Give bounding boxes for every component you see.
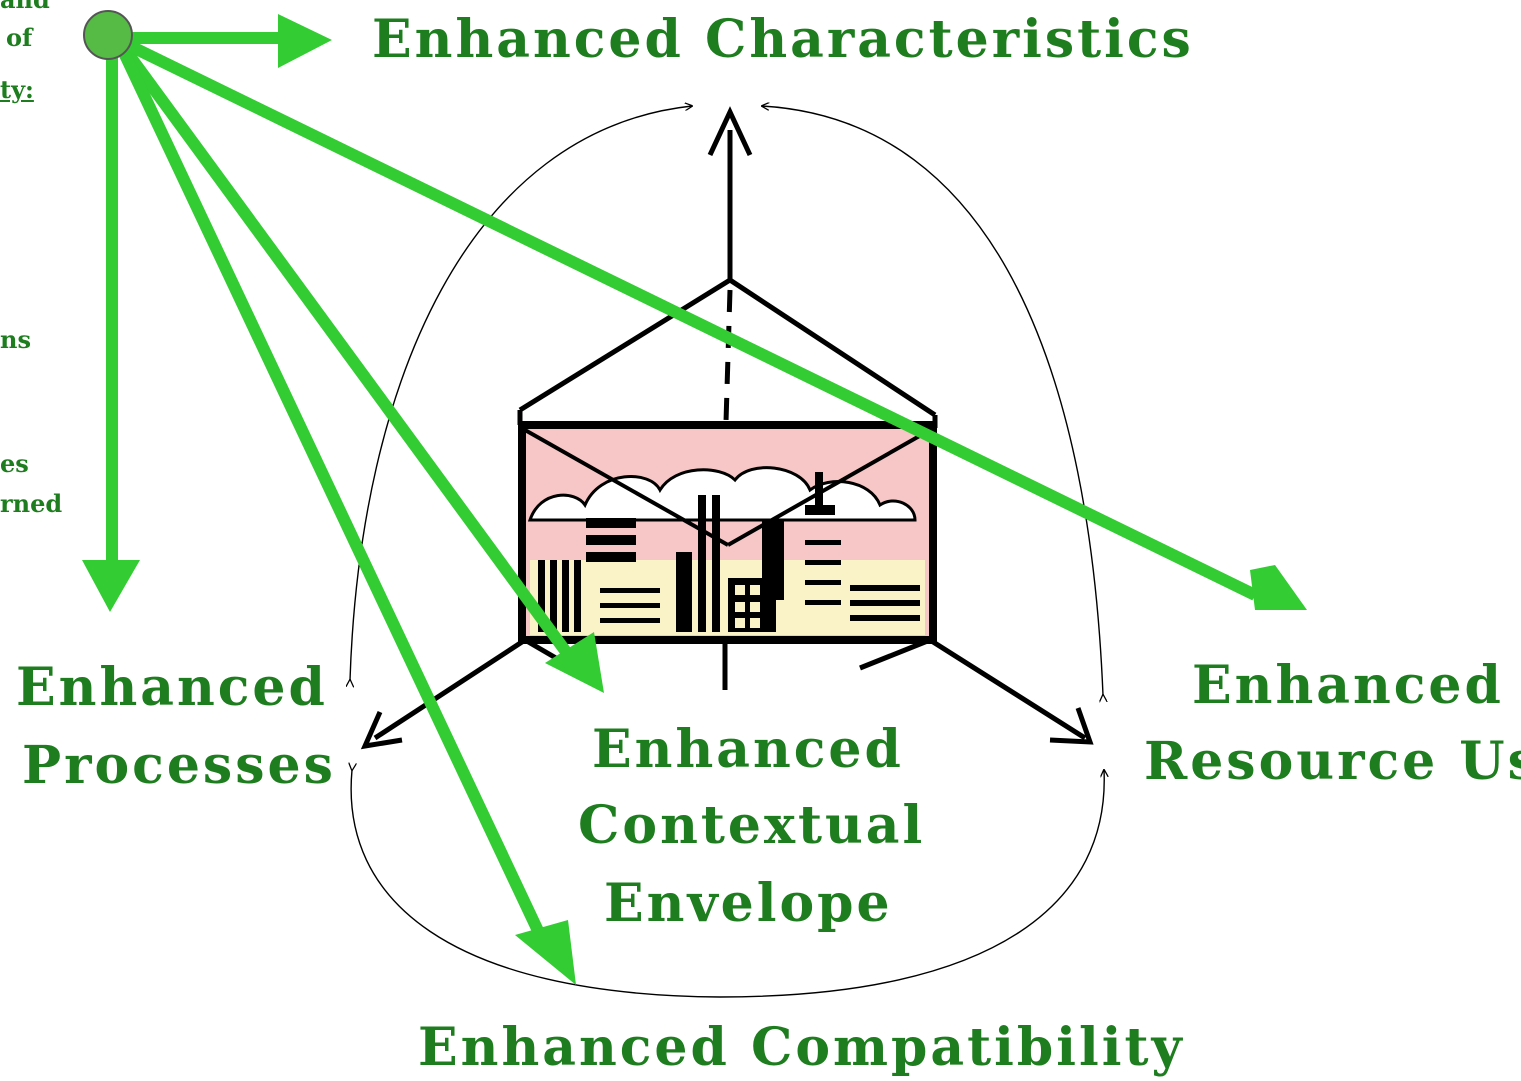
left-fragment-3: ty: <box>0 75 34 104</box>
axis-right <box>928 637 1087 741</box>
label-enhanced-characteristics: Enhanced Characteristics <box>372 9 1194 70</box>
arc-right-to-top <box>762 106 1103 695</box>
label-enhanced-processes-line1: Enhanced <box>16 657 328 718</box>
source-node-icon <box>83 10 133 60</box>
label-enhanced-processes-line2: Processes <box>22 735 336 796</box>
left-fragment-2: of <box>6 23 33 52</box>
arrow-to-resource-use <box>115 34 1258 601</box>
arc-bottom <box>351 770 1104 998</box>
left-fragment-5: es <box>0 449 29 478</box>
label-enhanced-contextual-line2: Contextual <box>578 795 926 856</box>
left-fragment-6: rned <box>0 489 63 518</box>
label-enhanced-contextual-line3: Envelope <box>604 873 893 934</box>
left-fragment-1: and <box>0 0 50 12</box>
arrow-to-compatibility <box>112 37 546 938</box>
left-fragment-4: ns <box>0 325 31 354</box>
axis-right-head <box>1049 707 1094 745</box>
axis-left-head <box>360 710 403 750</box>
city-skyline-icon <box>518 421 937 644</box>
envelope-lines <box>524 428 931 547</box>
arrow-to-contextual <box>113 36 577 664</box>
label-enhanced-compatibility: Enhanced Compatibility <box>418 1017 1185 1078</box>
label-enhanced-contextual-line1: Enhanced <box>592 719 904 780</box>
label-enhanced-resource-line1: Enhanced <box>1192 655 1504 716</box>
axis-left <box>373 637 527 741</box>
green-arrows <box>82 14 1307 985</box>
label-enhanced-resource-line2: Resource Use <box>1144 731 1521 792</box>
axis-up-head <box>707 106 753 157</box>
hidden-edge <box>722 289 733 456</box>
